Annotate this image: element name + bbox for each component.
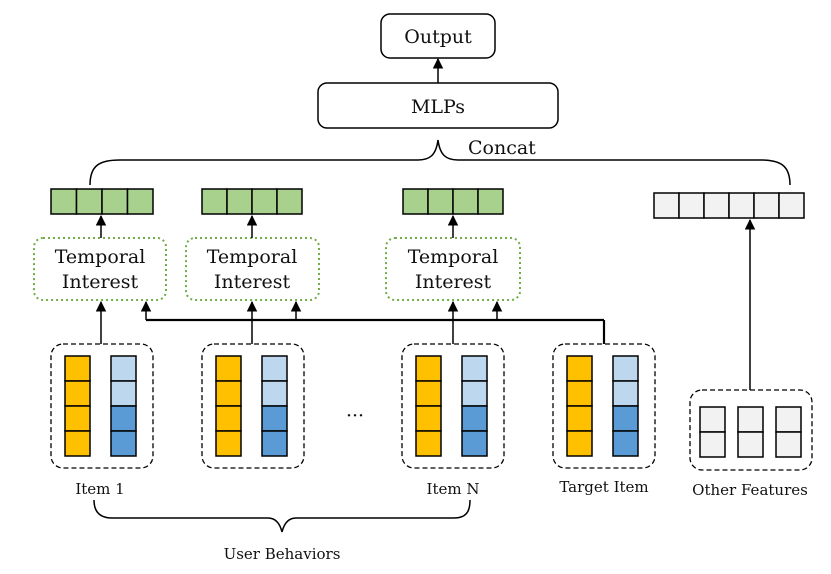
behavior-item-2: [201, 343, 305, 469]
interest-vector-n: [402, 188, 504, 215]
concat-brace: [89, 139, 791, 186]
interest-vector-2: [201, 188, 303, 215]
temporal-label-line2: Interest: [415, 271, 492, 293]
output-node: Output: [380, 13, 496, 59]
concat-label: Concat: [468, 137, 536, 159]
temporal-label-line2: Interest: [62, 271, 139, 293]
other-features: [689, 389, 813, 471]
target-to-temporal-arrows: [140, 300, 503, 320]
output-label: Output: [404, 26, 472, 48]
item-n-label: Item N: [427, 480, 480, 498]
user-behaviors-label: User Behaviors: [224, 545, 341, 563]
behavior-item-1: [50, 343, 154, 469]
temporal-label-line1: Temporal: [55, 246, 146, 268]
temporal-interest-1: Temporal Interest: [33, 237, 167, 301]
behavior-item-n: [401, 343, 505, 469]
interest-vector-1: [50, 188, 154, 215]
temporal-to-vector-arrows: [95, 214, 459, 238]
ellipsis: ···: [346, 405, 364, 427]
target-item-label: Target Item: [559, 478, 648, 496]
user-behaviors-brace: [93, 499, 471, 533]
mlps-node: MLPs: [317, 82, 559, 129]
temporal-interest-2: Temporal Interest: [185, 237, 320, 301]
target-item: [552, 343, 656, 469]
target-connection-lines: [146, 318, 606, 344]
mlps-label: MLPs: [411, 96, 465, 118]
temporal-label-line1: Temporal: [207, 246, 298, 268]
other-features-label: Other Features: [692, 481, 808, 499]
item-to-temporal-arrows: [95, 300, 459, 344]
temporal-label-line1: Temporal: [408, 246, 499, 268]
item-1-label: Item 1: [75, 480, 124, 498]
other-features-vector: [653, 192, 805, 219]
temporal-interest-n: Temporal Interest: [385, 237, 521, 301]
temporal-label-line2: Interest: [214, 271, 291, 293]
